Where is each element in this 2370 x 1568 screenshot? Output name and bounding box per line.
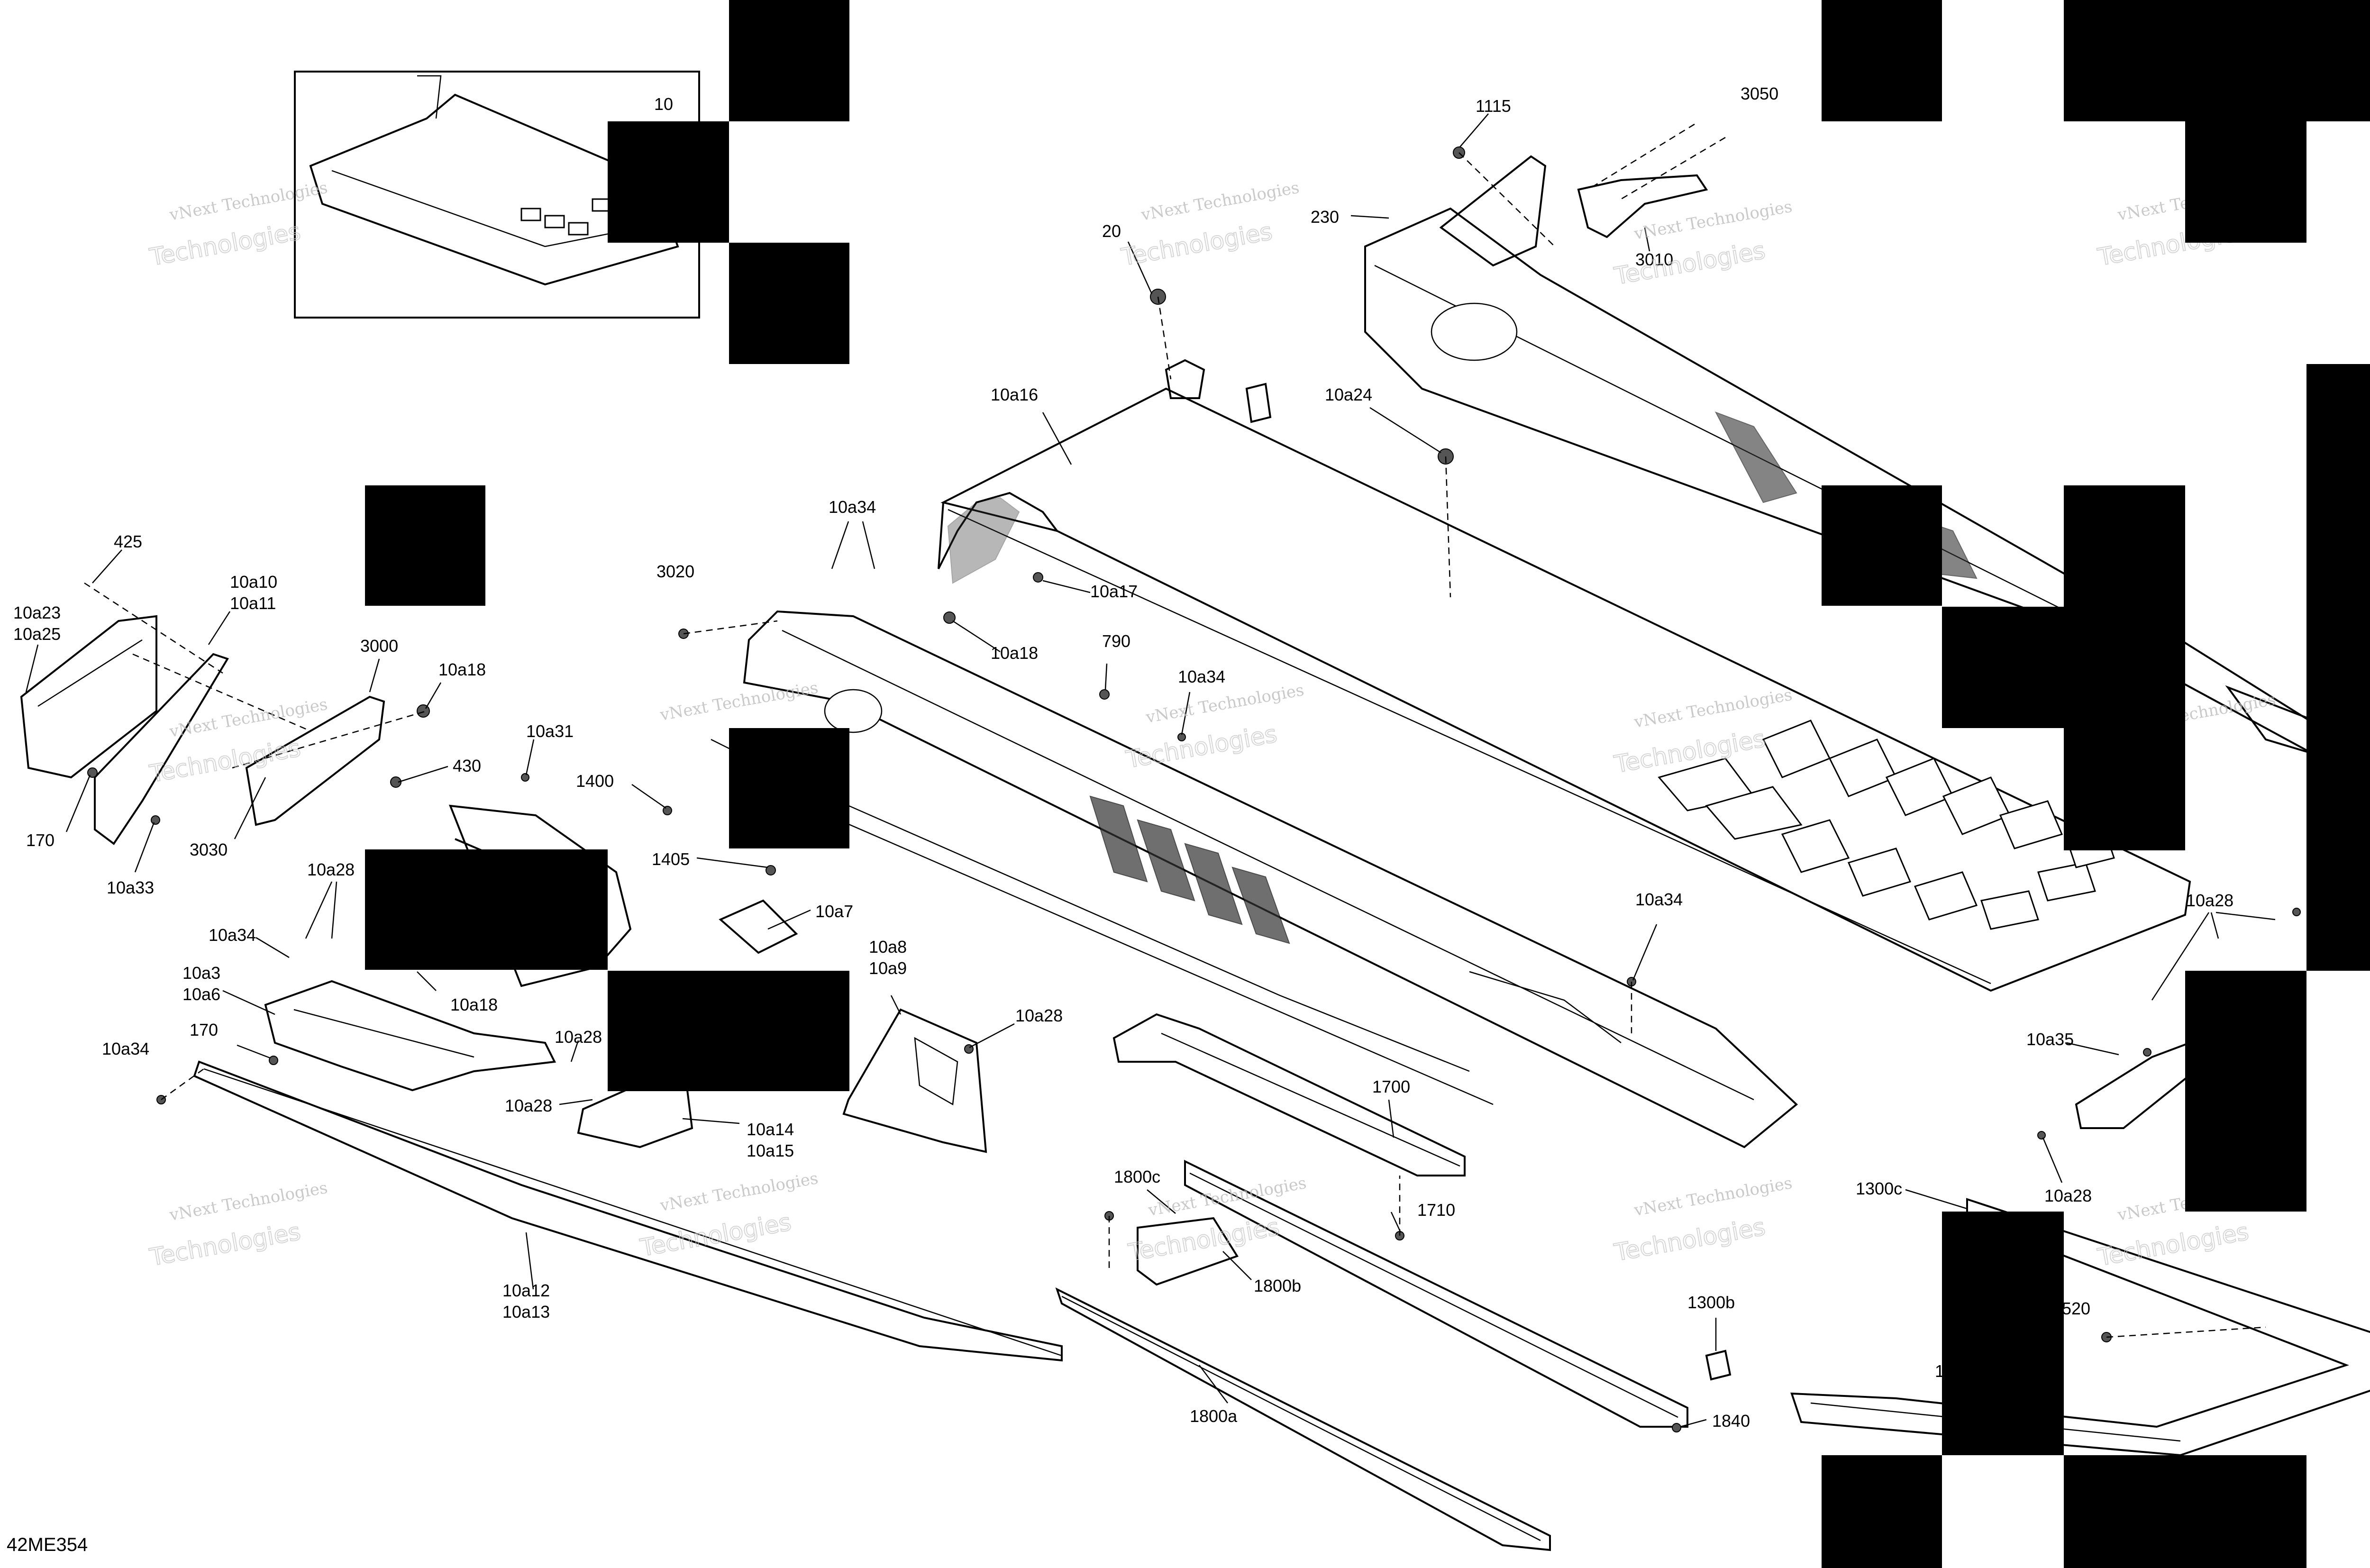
watermark-line1: vNext Technologies — [1632, 1174, 1794, 1220]
leader-lines — [25, 113, 2276, 1428]
callout-10a34: 10a34 — [829, 497, 876, 517]
callout-1840: 1840 — [1712, 1411, 1750, 1431]
inset-assembly-view — [294, 71, 700, 319]
redaction-blocks — [365, 0, 2370, 1568]
rail-1700 — [1112, 1013, 1466, 1176]
callout-10a13: 10a13 — [502, 1302, 550, 1322]
callout-10a34: 10a34 — [1635, 890, 1683, 909]
callout-1800a: 1800a — [1190, 1406, 1238, 1426]
callout-1800b: 1800b — [1254, 1276, 1301, 1295]
watermark-line2: Technologies — [147, 218, 302, 271]
callout-10a17: 10a17 — [1090, 582, 1138, 601]
callout-170: 170 — [190, 1020, 218, 1039]
watermark-line2: Technologies — [1126, 1213, 1281, 1267]
callout-3050: 3050 — [1741, 84, 1778, 103]
figure-id: 42ME354 — [7, 1534, 88, 1555]
callout-10a10: 10a10 — [230, 572, 277, 592]
front-rail-10a12 — [193, 1060, 1063, 1362]
callout-3020: 3020 — [656, 562, 694, 581]
callout-10a34: 10a34 — [209, 925, 256, 945]
callout-10a28: 10a28 — [1015, 1006, 1063, 1025]
watermark-line2: Technologies — [147, 1218, 302, 1271]
watermark-line2: Technologies — [1612, 1213, 1767, 1267]
callout-10a9: 10a9 — [869, 958, 907, 978]
tunnel-rear-side — [1364, 155, 2370, 783]
callout-10a28: 10a28 — [307, 860, 355, 879]
callout-10a28: 10a28 — [505, 1096, 552, 1115]
watermark-line2: Technologies — [1119, 218, 1274, 271]
watermark-line1: vNext Technologies — [1147, 1174, 1308, 1220]
callout-10a8: 10a8 — [869, 937, 907, 957]
callout-520: 520 — [2062, 1299, 2090, 1318]
callout-10a23: 10a23 — [13, 603, 61, 622]
watermark-line1: vNext Technologies — [168, 178, 329, 225]
callout-10a11: 10a11 — [230, 593, 276, 613]
callout-labels: 10 1115 3050 230 3010 20 10a16 10a24 10a… — [13, 84, 2233, 1431]
callout-3010: 3010 — [1635, 250, 1673, 269]
callout-10a28: 10a28 — [555, 1027, 602, 1047]
callout-10a16: 10a16 — [991, 385, 1038, 404]
callout-3030: 3030 — [190, 840, 228, 859]
callout-1300c: 1300c — [1856, 1179, 1902, 1198]
callout-10a24: 10a24 — [1325, 385, 1372, 404]
assembly-lines — [84, 123, 2266, 1338]
tunnel-cooler-slots — [1658, 720, 2115, 930]
front-left-brackets — [20, 615, 632, 987]
callout-1300b: 1300b — [1687, 1293, 1735, 1312]
callout-10a28: 10a28 — [2186, 891, 2233, 910]
watermark-line2: Technologies — [2096, 1218, 2251, 1271]
tunnel-top-plate-10a16 — [938, 359, 2191, 992]
callout-1800c: 1800c — [1114, 1167, 1160, 1186]
callout-10a6: 10a6 — [182, 985, 220, 1004]
callout-170: 170 — [26, 830, 55, 850]
callout-1115: 1115 — [1476, 96, 1511, 116]
runner-1800a — [1055, 1287, 1551, 1551]
watermark-line1: vNext Technologies — [1632, 685, 1794, 732]
callout-10a25: 10a25 — [13, 624, 61, 644]
watermark-line2: Technologies — [638, 1208, 793, 1262]
callout-230: 230 — [1311, 207, 1339, 227]
watermark-line1: vNext Technologies — [1139, 178, 1301, 225]
callout-10a34: 10a34 — [1178, 667, 1225, 686]
tunnel-left-side — [711, 610, 1798, 1149]
callout-3000: 3000 — [360, 636, 398, 656]
callout-1700: 1700 — [1372, 1077, 1410, 1096]
callout-20: 20 — [1102, 221, 1121, 241]
callout-10a31: 10a31 — [526, 721, 574, 741]
watermark-line1: vNext Technologies — [658, 678, 820, 725]
callout-10a15: 10a15 — [747, 1141, 794, 1160]
callout-10a18: 10a18 — [450, 995, 498, 1014]
callout-10a7: 10a7 — [815, 902, 853, 921]
watermark-line1: vNext Technologies — [658, 1169, 820, 1215]
bracket-3010 — [1577, 174, 1708, 238]
callout-10a3: 10a3 — [182, 963, 220, 983]
watermark-line1: vNext Technologies — [168, 1178, 329, 1225]
callout-10a34: 10a34 — [102, 1039, 149, 1058]
callout-10a35: 10a35 — [2026, 1030, 2074, 1049]
watermark-line2: Technologies — [1124, 720, 1279, 774]
callout-10a18: 10a18 — [991, 643, 1038, 663]
callout-425: 425 — [114, 532, 142, 551]
callout-1405: 1405 — [652, 849, 690, 869]
callout-10: 10 — [654, 94, 673, 114]
watermark-line1: vNext Technologies — [1632, 197, 1794, 244]
runner-1800c — [1137, 1159, 1688, 1428]
callout-10a18: 10a18 — [438, 660, 486, 679]
callout-10a12: 10a12 — [502, 1281, 550, 1300]
bracket-10a8 — [842, 1008, 987, 1153]
watermark-line1: vNext Technologies — [1144, 681, 1306, 727]
callout-10a33: 10a33 — [107, 878, 154, 897]
rear-right-bracket — [2075, 1041, 2196, 1129]
callout-430: 430 — [453, 756, 481, 775]
callout-1710: 1710 — [1417, 1200, 1455, 1220]
watermark-line2: Technologies — [1612, 237, 1767, 290]
callout-10a28: 10a28 — [2044, 1186, 2092, 1205]
watermark-line2: Technologies — [147, 734, 302, 788]
callout-1400: 1400 — [576, 771, 614, 791]
callout-10a14: 10a14 — [747, 1120, 794, 1139]
callout-790: 790 — [1102, 631, 1130, 651]
